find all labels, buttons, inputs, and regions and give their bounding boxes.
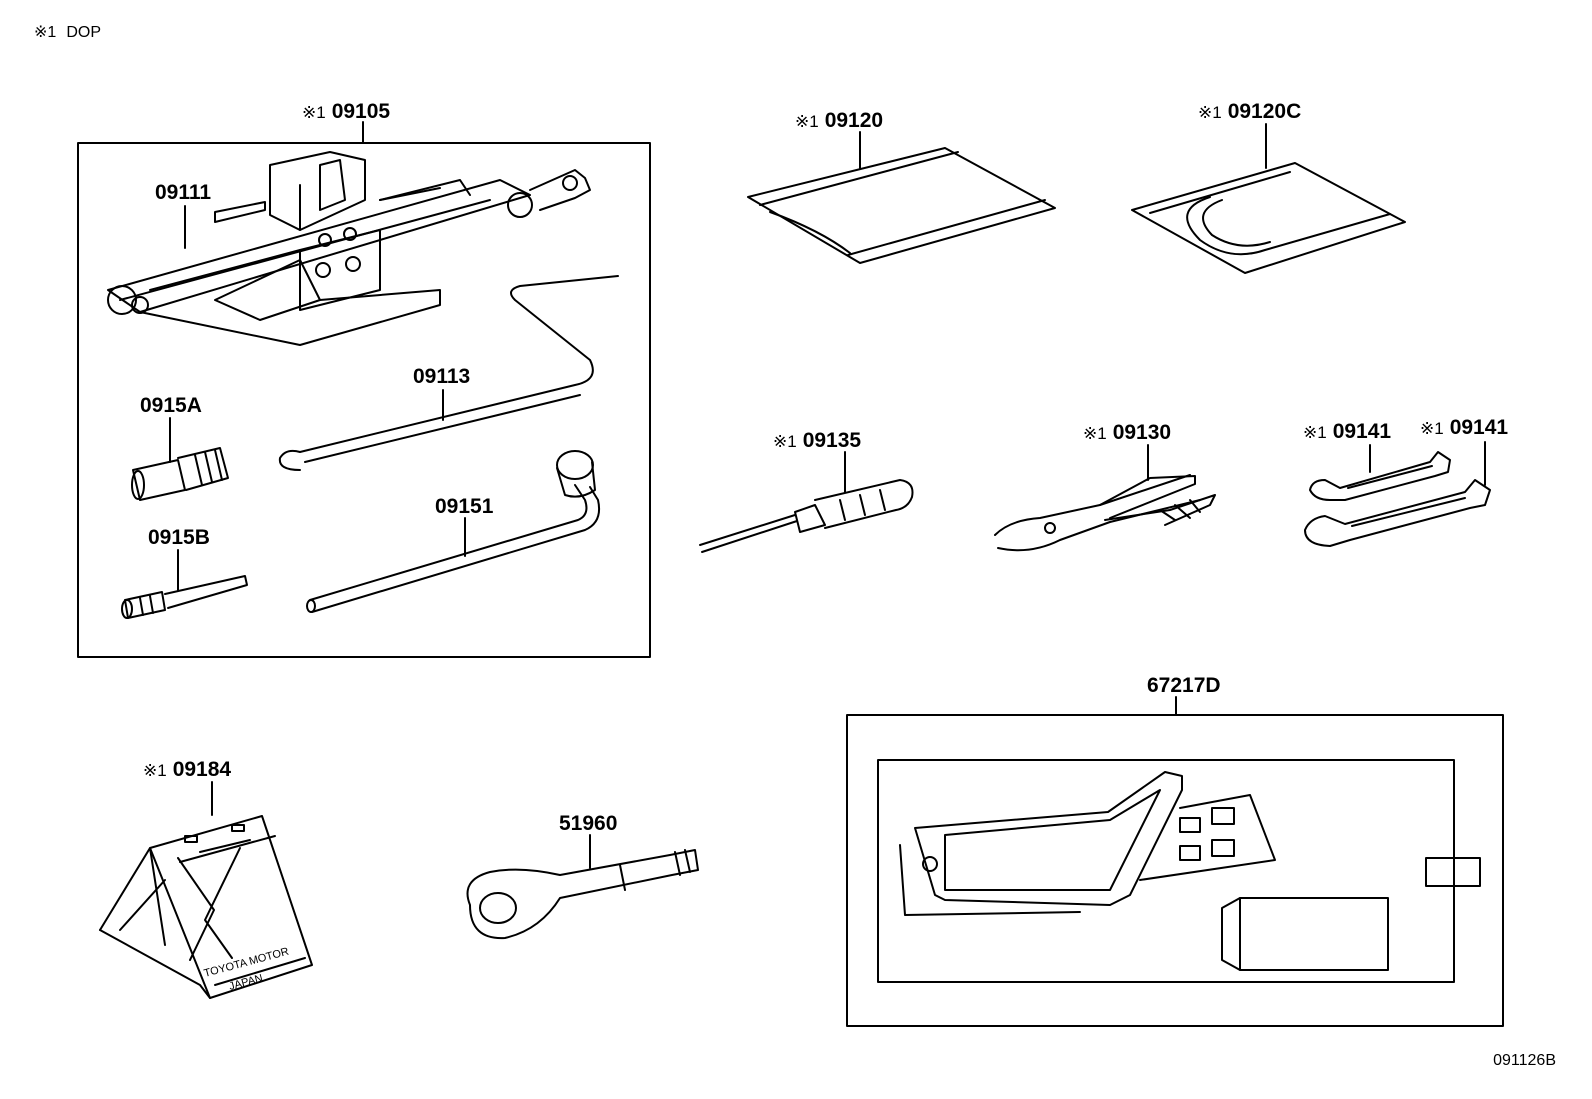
part-number: 51960 bbox=[559, 812, 618, 835]
label-09184: ※1 09184 bbox=[143, 759, 231, 782]
label-09151: 09151 bbox=[435, 496, 493, 518]
marker: ※1 bbox=[143, 761, 167, 780]
pliers-illustration bbox=[994, 474, 1216, 552]
scissor-jack-illustration bbox=[107, 151, 591, 346]
warning-triangle-illustration bbox=[99, 815, 313, 999]
label-09141-b: ※1 09141 bbox=[1420, 417, 1508, 440]
part-number: 09135 bbox=[802, 429, 862, 452]
tool-bag-illustration bbox=[747, 147, 1056, 264]
part-number: 67217D bbox=[1147, 674, 1221, 697]
triangle-text-line2: JAPAN bbox=[228, 972, 265, 993]
screwdriver-illustration bbox=[699, 479, 914, 553]
marker: ※1 bbox=[1198, 103, 1222, 122]
tool-bag-c-illustration bbox=[1131, 162, 1406, 274]
part-number: 09120 bbox=[824, 109, 884, 132]
part-number: 09141 bbox=[1332, 420, 1392, 443]
part-number: 09113 bbox=[413, 365, 471, 388]
part-number: 09130 bbox=[1112, 421, 1172, 444]
socket-adapter-illustration bbox=[131, 447, 229, 501]
label-09130: ※1 09130 bbox=[1083, 422, 1171, 445]
tow-eye-illustration bbox=[466, 849, 699, 940]
label-51960: 51960 bbox=[559, 813, 617, 835]
label-09120C: ※1 09120C bbox=[1198, 101, 1301, 124]
jack-handle-illustration bbox=[278, 275, 619, 471]
tool-tray-illustration bbox=[899, 771, 1481, 971]
label-09111: 09111 bbox=[155, 182, 211, 204]
part-number: 09141 bbox=[1449, 416, 1509, 439]
marker: ※1 bbox=[1083, 424, 1107, 443]
tool-tray-inner-box bbox=[877, 759, 1455, 983]
part-number: 09120C bbox=[1227, 100, 1302, 123]
label-0915B: 0915B bbox=[148, 527, 210, 549]
marker-09105: ※1 bbox=[302, 103, 326, 122]
part-number: 09111 bbox=[155, 181, 212, 204]
part-number: 0915B bbox=[148, 526, 210, 549]
dop-note: ※1 DOP bbox=[34, 22, 101, 42]
label-0915A: 0915A bbox=[140, 395, 202, 417]
marker: ※1 bbox=[1420, 419, 1444, 438]
lug-wrench-illustration bbox=[306, 450, 601, 613]
wrench-pair-illustration bbox=[1304, 451, 1491, 547]
part-number: 09151 bbox=[435, 495, 494, 518]
marker: ※1 bbox=[1303, 423, 1327, 442]
note-text: DOP bbox=[66, 24, 101, 41]
label-09113: 09113 bbox=[413, 366, 470, 388]
label-09141-a: ※1 09141 bbox=[1303, 421, 1391, 444]
illustration-code: 091126B bbox=[1493, 1052, 1556, 1069]
marker: ※1 bbox=[773, 432, 797, 451]
label-09135: ※1 09135 bbox=[773, 430, 861, 453]
label-67217D: 67217D bbox=[1147, 675, 1221, 697]
label-09120: ※1 09120 bbox=[795, 110, 883, 133]
marker: ※1 bbox=[795, 112, 819, 131]
part-number: 09184 bbox=[172, 758, 232, 781]
adapter-bar-illustration bbox=[121, 575, 248, 619]
label-09105: ※1 09105 bbox=[302, 101, 390, 124]
part-number: 09105 bbox=[331, 100, 391, 123]
note-marker: ※1 bbox=[34, 24, 57, 41]
part-number: 0915A bbox=[140, 394, 202, 417]
